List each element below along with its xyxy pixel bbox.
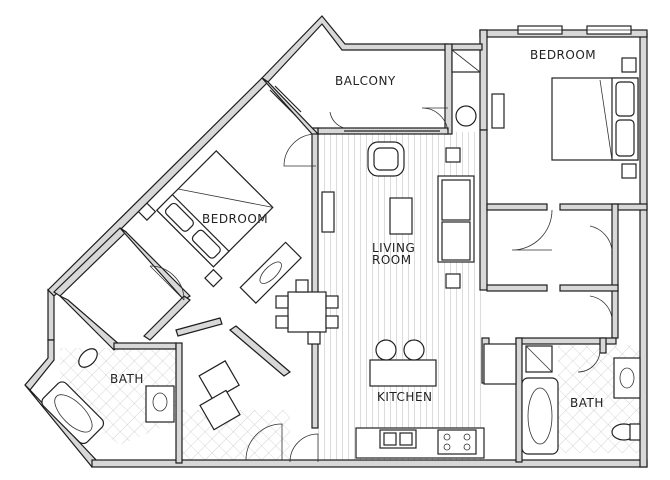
laundry-tile xyxy=(180,410,290,462)
closet-water-heater xyxy=(451,49,505,129)
room-label-bath-left: BATH xyxy=(110,372,144,386)
room-label-living-1: LIVING xyxy=(372,241,415,255)
right-bath-fixtures xyxy=(521,345,641,455)
room-label-kitchen: KITCHEN xyxy=(377,390,433,404)
doors xyxy=(149,107,613,463)
room-label-balcony: BALCONY xyxy=(335,74,396,88)
kitchen-fixtures xyxy=(355,339,517,459)
room-label-bath-right: BATH xyxy=(570,396,604,410)
living-furniture xyxy=(275,141,475,345)
room-label-living-2: ROOM xyxy=(372,253,412,267)
left-bath-fixtures xyxy=(41,348,241,445)
room-label-bedroom-left: BEDROOM xyxy=(202,212,268,226)
windows xyxy=(269,25,632,132)
room-label-bedroom-right: BEDROOM xyxy=(530,48,596,62)
left-bedroom-bed xyxy=(137,149,302,304)
right-bedroom-bed xyxy=(551,57,639,179)
